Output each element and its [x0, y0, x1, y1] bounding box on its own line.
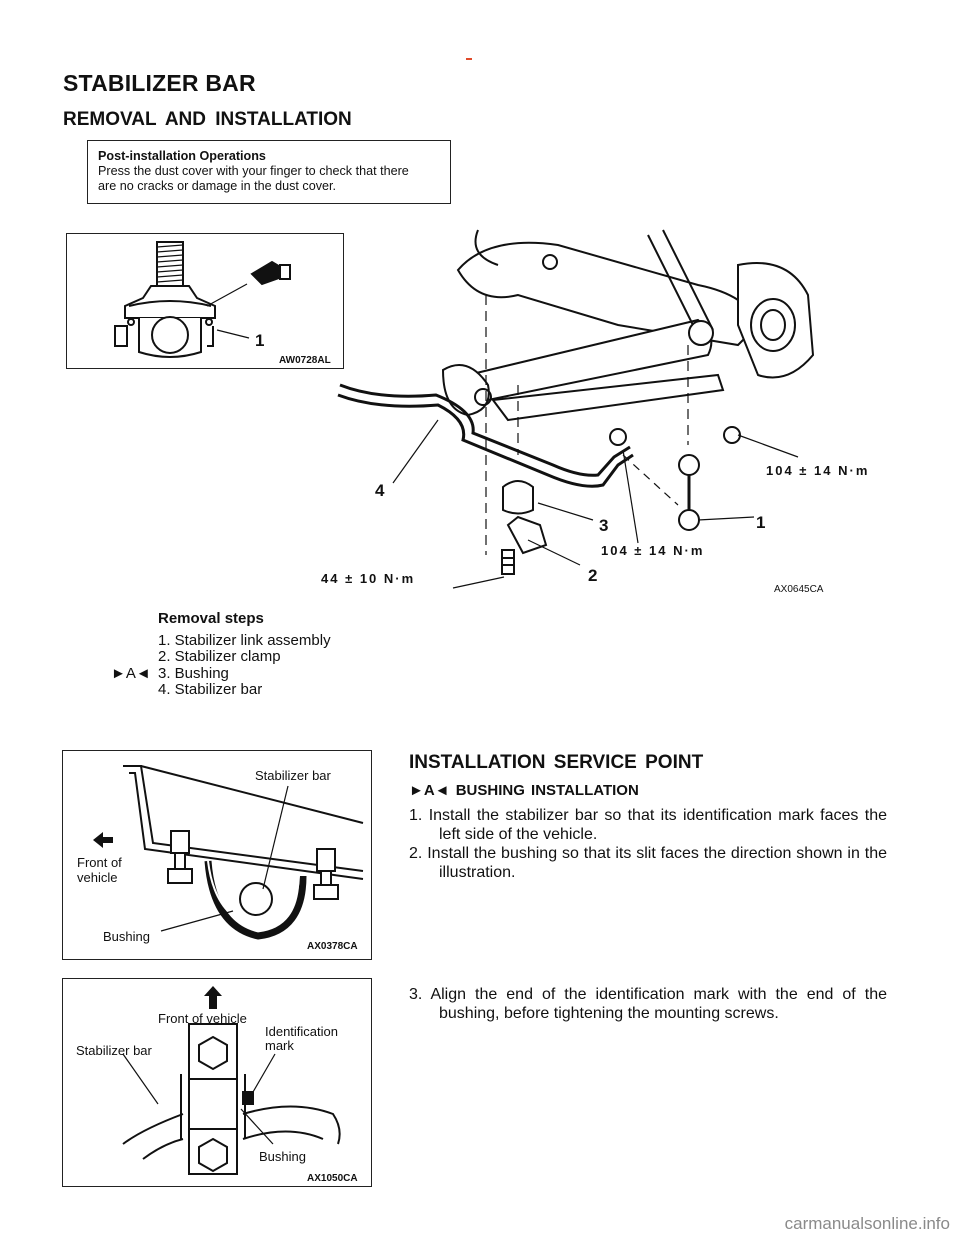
service-step-2: 2. Install the bushing so that its slit … — [409, 844, 887, 882]
torque-label-upper: 104 ± 14 N·m — [766, 463, 869, 478]
identification-mark-figure-code: AX1050CA — [307, 1173, 358, 1184]
ball-joint-callout: 1 — [255, 331, 264, 350]
label-vehicle: vehicle — [77, 870, 117, 885]
removal-step: 4. Stabilizer bar — [158, 681, 263, 698]
post-installation-title: Post-installation Operations — [98, 149, 266, 163]
post-installation-box: Post-installation Operations Press the d… — [87, 140, 451, 204]
removal-steps: Removal steps 1. Stabilizer link assembl… — [158, 610, 331, 699]
header-accent-dash — [466, 58, 472, 60]
ball-joint-figure-code: AW0728AL — [279, 355, 331, 366]
figure-bushing-orientation: Stabilizer bar Front of vehicle Bushing … — [62, 750, 372, 960]
page-title: STABILIZER BAR — [63, 70, 256, 96]
service-point-marker: ►A◄ — [111, 665, 151, 682]
removal-step: 3. Bushing — [158, 664, 229, 682]
exploded-view-figure-code: AX0645CA — [774, 584, 824, 595]
removal-steps-title: Removal steps — [158, 610, 264, 627]
identification-mark-illustration: Front of vehicle Identification mark Sta… — [76, 986, 358, 1184]
bushing-orientation-illustration: Stabilizer bar Front of vehicle Bushing … — [77, 765, 364, 952]
service-step-3: 3. Align the end of the identification m… — [409, 985, 887, 1023]
callout-3: 3 — [599, 516, 608, 535]
front-arrow-icon — [93, 832, 113, 848]
service-point-title: INSTALLATION SERVICE POINT — [409, 752, 704, 773]
section-title: REMOVAL AND INSTALLATION — [63, 109, 352, 130]
front-arrow-icon — [204, 986, 222, 1009]
service-step-1-text: 1. Install the stabilizer bar so that it… — [409, 807, 887, 843]
watermark: carmanualsonline.info — [784, 1214, 950, 1233]
label-stabilizer-bar: Stabilizer bar — [255, 768, 332, 783]
label-stabilizer-bar: Stabilizer bar — [76, 1043, 153, 1058]
figure-identification-mark: Front of vehicle Identification mark Sta… — [62, 978, 372, 1187]
callout-4: 4 — [375, 481, 385, 500]
label-bushing: Bushing — [259, 1149, 306, 1164]
removal-step: 2. Stabilizer clamp — [158, 648, 281, 665]
post-installation-line-1: Press the dust cover with your finger to… — [98, 164, 409, 178]
label-front-of: Front of — [77, 855, 122, 870]
service-step-3-text: 3. Align the end of the identification m… — [409, 986, 887, 1022]
bushing-orientation-figure-code: AX0378CA — [307, 941, 358, 952]
bushing-installation-title: ►A◄ BUSHING INSTALLATION — [409, 782, 639, 799]
service-step-2-text: 2. Install the bushing so that its slit … — [409, 845, 887, 881]
callout-1: 1 — [756, 513, 765, 532]
service-step-1: 1. Install the stabilizer bar so that it… — [409, 806, 887, 844]
torque-label-middle: 104 ± 14 N·m — [601, 543, 704, 558]
callout-2: 2 — [588, 566, 597, 585]
post-installation-line-2: are no cracks or damage in the dust cove… — [98, 179, 337, 193]
figure-exploded-view: 104 ± 14 N·m 104 ± 14 N·m 44 ± 10 N·m 1 … — [318, 225, 918, 600]
label-mark: mark — [265, 1038, 294, 1053]
figure-ball-joint: 1 AW0728AL — [66, 233, 344, 369]
ball-joint-illustration: 1 AW0728AL — [114, 241, 331, 366]
exploded-view-illustration: 104 ± 14 N·m 104 ± 14 N·m 44 ± 10 N·m 1 … — [321, 229, 869, 595]
removal-step: 1. Stabilizer link assembly — [158, 631, 331, 649]
label-front-of-vehicle: Front of vehicle — [158, 1011, 247, 1026]
label-bushing: Bushing — [103, 929, 150, 944]
torque-label-lower: 44 ± 10 N·m — [321, 571, 415, 586]
label-identification: Identification — [265, 1024, 338, 1039]
